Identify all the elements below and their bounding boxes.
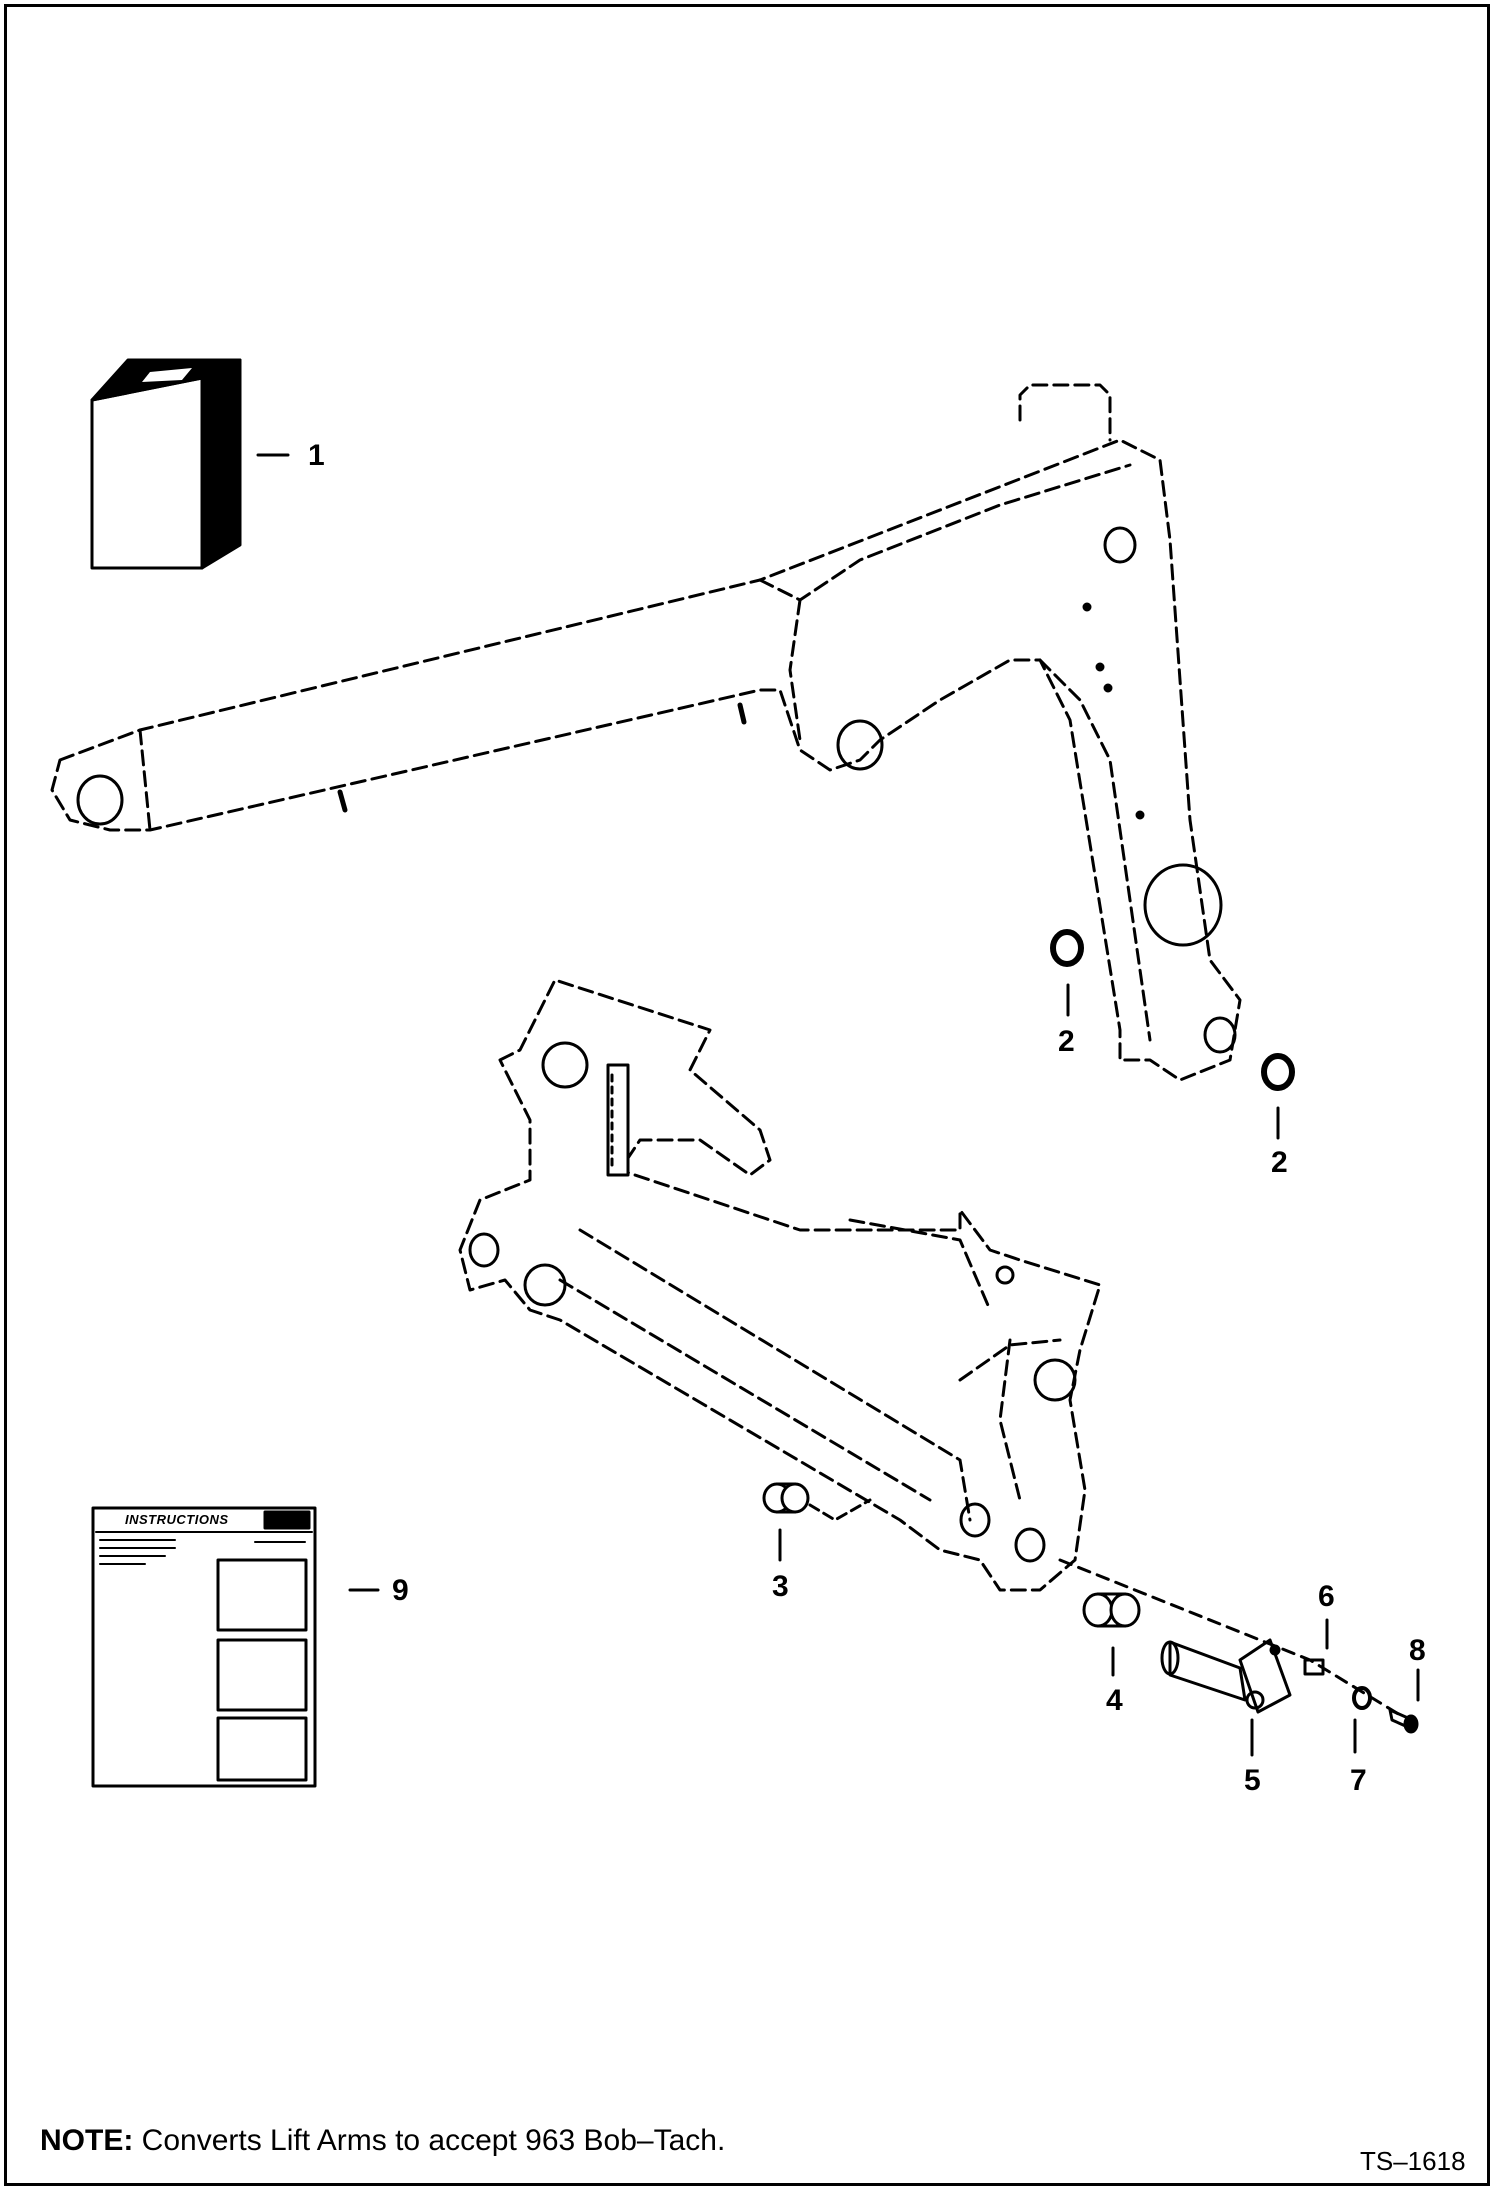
- bushing-3-illustration: [762, 1482, 810, 1514]
- leader-3-dash: [808, 1498, 872, 1522]
- figure-code: TS–1618: [1360, 2146, 1466, 2176]
- decal-box-illustration: [90, 358, 242, 570]
- note-text: Converts Lift Arms to accept 963 Bob–Tac…: [141, 2124, 726, 2157]
- callout-2b: 2: [1271, 1146, 1288, 1179]
- lift-arm-illustration: [50, 383, 1242, 1082]
- callout-2a: 2: [1058, 1025, 1075, 1058]
- callout-8: 8: [1409, 1634, 1426, 1667]
- callout-6: 6: [1318, 1580, 1335, 1613]
- assembly-axis-line: [1058, 1558, 1402, 1717]
- washer-2b-illustration: [1261, 1053, 1295, 1091]
- bolt-8-illustration: [1388, 1708, 1419, 1734]
- callout-4: 4: [1106, 1684, 1123, 1717]
- callout-3: 3: [772, 1570, 789, 1603]
- washer-2a-illustration: [1050, 929, 1084, 967]
- page-border: [4, 4, 1490, 2186]
- callout-9: 9: [392, 1574, 409, 1607]
- bushing-4-illustration: [1082, 1592, 1141, 1628]
- bob-tach-illustration: [458, 978, 1102, 1592]
- note: NOTE: Converts Lift Arms to accept 963 B…: [40, 2124, 725, 2158]
- pivot-pin-5-illustration: [1160, 1638, 1292, 1714]
- instruction-sheet-illustration: [91, 1506, 317, 1788]
- note-label: NOTE:: [40, 2124, 134, 2157]
- callout-1: 1: [308, 439, 325, 472]
- bob-tach-pivots: [468, 1041, 1077, 1563]
- callout-5: 5: [1244, 1764, 1261, 1797]
- lift-arm-pivots: [76, 526, 1237, 1054]
- instruction-sheet-title: INSTRUCTIONS: [125, 1512, 229, 1527]
- callout-7: 7: [1350, 1764, 1367, 1797]
